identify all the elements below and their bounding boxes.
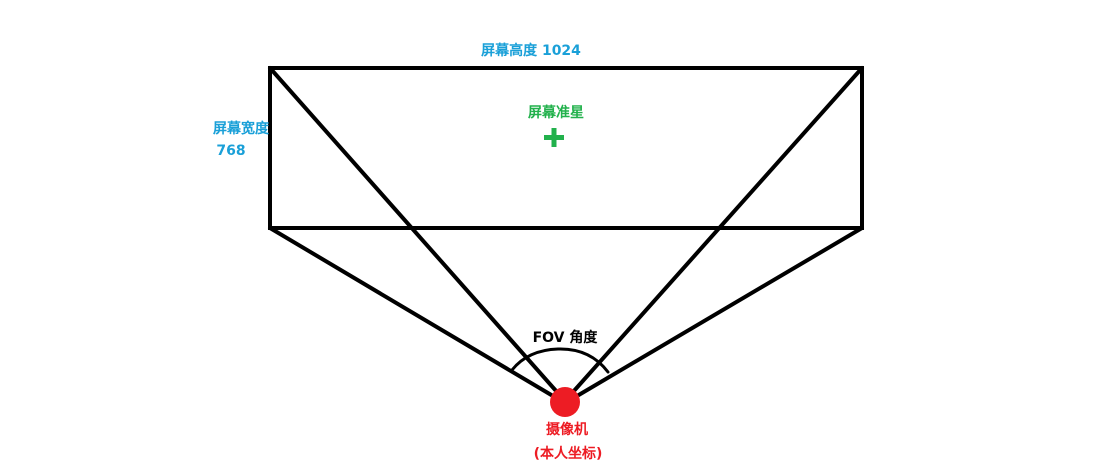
- crosshair-label: 屏幕准星: [528, 104, 584, 121]
- screen-width-value: 768: [216, 143, 245, 159]
- screen-width-label: 屏幕宽度: [213, 120, 270, 137]
- fov-arc: [510, 347, 610, 374]
- fov-angle-label: FOV 角度: [533, 329, 599, 346]
- ray-bottom-left: [268, 226, 555, 398]
- ray-top-left: [268, 66, 559, 394]
- screen-rectangle: [268, 66, 864, 230]
- camera-dot-icon: [550, 387, 580, 417]
- crosshair-icon: [544, 128, 564, 147]
- camera-label: 摄像机: [546, 421, 588, 438]
- screen-height-label: 屏幕高度 1024: [481, 42, 581, 59]
- ray-top-right: [571, 66, 864, 394]
- camera-coords-label: (本人坐标): [534, 445, 603, 462]
- ray-bottom-right: [575, 226, 864, 398]
